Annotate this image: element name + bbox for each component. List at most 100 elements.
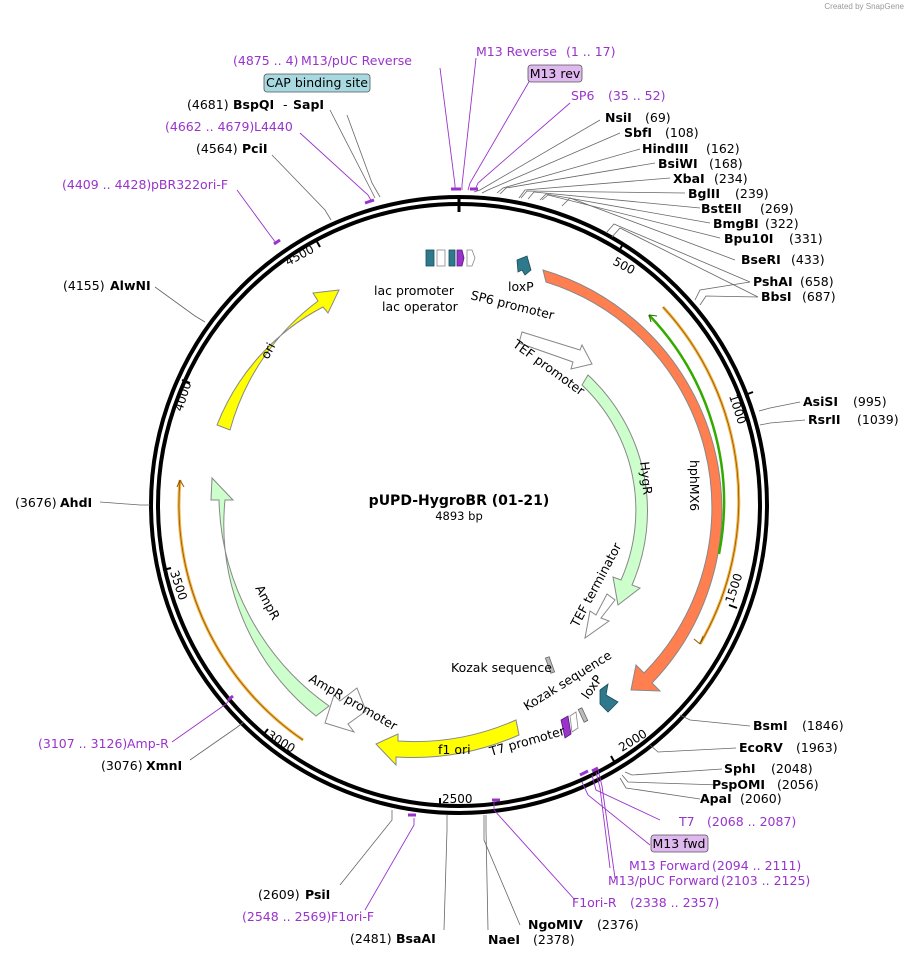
primer-l4440-pos: (4662 .. 4679) — [165, 119, 254, 134]
primer-leader-lines — [171, 57, 661, 911]
lac-promoter-label: lac promoter — [374, 283, 455, 298]
lac-promoter-marker — [425, 249, 435, 267]
site-pspomi-pos: (2056) — [777, 777, 819, 792]
site-bseri-name: BseRI — [741, 252, 781, 267]
site-bpu10i-name: Bpu10I — [724, 231, 773, 246]
site-sbfi-name: SbfI — [624, 125, 652, 140]
lac-operator-marker — [436, 249, 446, 267]
snapgene-credit: Created by SnapGene — [824, 2, 904, 11]
primer-m13puc-fwd-pos: (2103 .. 2125) — [721, 873, 810, 888]
hygr-arrow — [581, 374, 648, 606]
site-pcii-name: PciI — [242, 141, 268, 156]
hygr-label: HygR — [637, 461, 655, 496]
primer-m13puc-rev-pos: (4875 .. 4) — [233, 53, 298, 68]
m13-fwd-box — [650, 834, 709, 853]
site-bpu10i-pos: (331) — [789, 231, 823, 246]
site-bsiwi-pos: (168) — [709, 156, 743, 171]
site-bglii-name: BglII — [688, 186, 720, 201]
plasmid-length: 4893 bp — [435, 509, 483, 523]
plasmid-name: pUPD-HygroBR (01-21) — [369, 493, 550, 509]
cap-binding-label: CAP binding site — [266, 75, 368, 90]
primer-ampr-pos: (3107 .. 3126) — [38, 736, 127, 751]
site-bsaai-name: BsaAI — [396, 931, 436, 946]
t7-promoter-marker — [569, 711, 579, 733]
site-nsii-pos: (69) — [645, 110, 671, 125]
hphmx6-label: hphMX6 — [687, 460, 702, 511]
site-sapi-name: SapI — [293, 97, 324, 112]
primer-sp6-name: SP6 — [571, 88, 594, 103]
primer-m13-rev-pos: (1 .. 17) — [566, 44, 616, 59]
primer-l4440-name: L4440 — [254, 119, 293, 134]
m13-rev-marker — [456, 249, 465, 267]
primer-m13fwd-pos: (2094 .. 2111) — [712, 858, 801, 873]
primer-f1ori-r-name: F1ori-R — [572, 895, 617, 910]
cap-marker — [448, 249, 456, 267]
site-bsiwi-name: BsiWI — [658, 156, 698, 171]
primer-sp6-pos: (35 .. 52) — [608, 88, 665, 103]
sites-left: (3076) XmnI (3676) AhdI (4155) AlwNI (45… — [15, 97, 324, 773]
site-bbsi-name: BbsI — [761, 289, 792, 304]
primer-pbr322-name: pBR322ori-F — [151, 177, 228, 192]
loxp-top-label: loxP — [508, 279, 534, 294]
ori-arrow — [216, 289, 340, 431]
site-asisi-name: AsiSI — [803, 394, 838, 409]
site-bglii-pos: (239) — [735, 186, 769, 201]
site-naei-pos: (2378) — [533, 932, 575, 947]
site-apai-pos: (2060) — [740, 791, 782, 806]
ampr-label: AmpR — [252, 582, 283, 622]
loxp-bottom-marker — [599, 683, 619, 713]
site-bsteii-name: BstEII — [701, 201, 742, 216]
green-feature — [648, 314, 726, 555]
primer-m13puc-fwd-name: M13/pUC Forward — [608, 873, 719, 888]
loxp-top-marker — [516, 255, 532, 276]
leader-lines — [99, 109, 806, 931]
site-ahdi-pos: (3676) — [15, 495, 57, 510]
tick-marks — [162, 239, 754, 806]
site-nsii-name: NsiI — [605, 110, 632, 125]
site-pshai-pos: (658) — [800, 274, 834, 289]
site-ngomiv-pos: (2376) — [597, 917, 639, 932]
primer-f1ori-f-name: F1ori-F — [331, 909, 374, 924]
site-bspqi-pos: (4681) — [187, 97, 229, 112]
site-rsrii-name: RsrII — [808, 412, 841, 427]
site-sphi-name: SphI — [724, 761, 756, 776]
ampr-arrow — [210, 476, 330, 717]
site-xmni-pos: (3076) — [101, 758, 143, 773]
m13-rev-label: M13 rev — [530, 66, 581, 81]
primer-labels: (4875 .. 4) M13/pUC Reverse M13 Reverse … — [38, 44, 810, 924]
site-pshai-name: PshAI — [753, 274, 793, 289]
site-xbai-name: XbaI — [673, 171, 705, 186]
sp6-promoter-marker — [466, 249, 476, 267]
primer-f1ori-f-pos: (2548 .. 2569) — [242, 909, 331, 924]
site-bseri-pos: (433) — [791, 252, 825, 267]
t7-primer-marker — [560, 715, 572, 739]
site-bsmi-name: BsmI — [753, 718, 788, 733]
tick-label-4500: 4500 — [283, 242, 317, 269]
m13-rev-box — [527, 64, 583, 83]
site-hindiii-pos: (162) — [706, 141, 740, 156]
primer-t7-name: T7 — [678, 814, 695, 829]
site-asisi-pos: (995) — [853, 394, 887, 409]
hphmx6-arrow — [542, 269, 723, 692]
tef-terminator-arrow — [584, 593, 616, 640]
site-alwni-name: AlwNI — [110, 278, 151, 293]
ori-label: ori — [257, 340, 278, 361]
site-bsaai-pos: (2481) — [350, 931, 392, 946]
kozak-label-1: Kozak sequence — [451, 660, 552, 675]
site-bsteii-pos: (269) — [760, 201, 794, 216]
primer-pbr322-pos: (4409 .. 4428) — [62, 177, 151, 192]
primer-ampr-name: Amp-R — [127, 736, 169, 751]
site-pspomi-name: PspOMI — [712, 777, 765, 792]
primer-m13puc-rev-name: M13/pUC Reverse — [301, 53, 412, 68]
primer-m13fwd-name: M13 Forward — [629, 858, 710, 873]
f1-ori-arrow — [375, 719, 520, 767]
tick-label-1000: 1000 — [726, 393, 749, 426]
site-rsrii-pos: (1039) — [857, 412, 899, 427]
site-pcii-pos: (4564) — [196, 141, 238, 156]
site-naei-name: NaeI — [488, 932, 520, 947]
site-bsmi-pos: (1846) — [802, 718, 844, 733]
site-ecorv-name: EcoRV — [739, 740, 783, 755]
kozak-marker-2 — [577, 707, 589, 723]
site-sphi-pos: (2048) — [771, 761, 813, 776]
sites-bottom: NgoMIV (2376) NaeI (2378) (2481) BsaAI (… — [258, 887, 639, 947]
